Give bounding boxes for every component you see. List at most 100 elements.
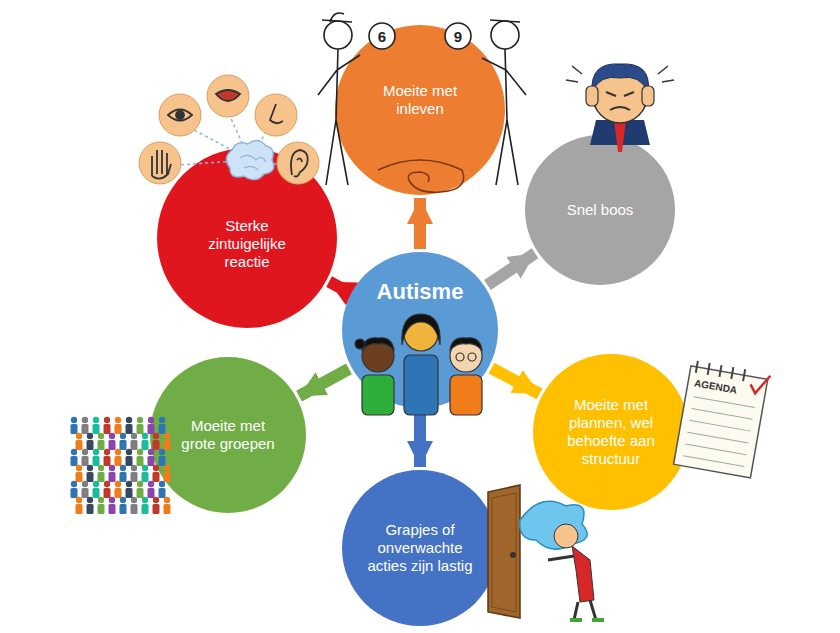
illustration-part: [109, 497, 115, 503]
circle-fill: [342, 252, 498, 408]
illustration-part: [109, 504, 116, 514]
illustration-part: [164, 440, 171, 450]
illustration-part: [318, 49, 360, 185]
illustration-part: [87, 497, 93, 503]
illustration-part: [76, 433, 82, 439]
illustration-part: [614, 120, 626, 152]
illustration-part: [131, 504, 138, 514]
illustration-part: [683, 397, 754, 467]
illustration-part: [450, 340, 482, 372]
illustration-part: [71, 456, 78, 466]
illustration-part: [76, 504, 83, 514]
yellow-circle: Moeite met plannen, wel behoefte aan str…: [533, 354, 689, 510]
node-label: Snel boos: [567, 201, 634, 219]
illustration-part: [148, 424, 155, 434]
illustration-part: [82, 456, 89, 466]
illustration-part: [674, 366, 768, 478]
illustration-part: [109, 440, 116, 450]
illustration-part: [450, 338, 482, 350]
face-number: 9: [454, 28, 462, 45]
illustration-part: [142, 497, 148, 503]
illustration-part: [572, 546, 594, 602]
illustration-part: [586, 86, 598, 106]
illustration-part: [297, 158, 302, 162]
illustration-part: [159, 94, 201, 136]
illustration-part: [277, 142, 319, 184]
illustration-part: [98, 465, 104, 471]
illustration-part: [104, 417, 110, 423]
red-circle: Sterke zintuigelijke reactie: [157, 148, 337, 328]
illustration-part: [104, 456, 111, 466]
illustration-part: [131, 497, 137, 503]
illustration-part: [82, 481, 88, 487]
illustration-part: [554, 524, 578, 548]
circle-fill: [335, 25, 505, 195]
illustration-part: [178, 112, 282, 165]
illustration-part: [570, 618, 604, 622]
illustration-part: [87, 440, 94, 450]
illustration-part: [142, 504, 149, 514]
illustration-part: [93, 424, 100, 434]
illustration-part: [93, 449, 99, 455]
illustration-part: [126, 456, 133, 466]
illustration-part: [153, 440, 160, 450]
circle-fill: [157, 148, 337, 328]
orange-circle: Moeite met inleven: [335, 25, 505, 195]
illustration-part: [142, 465, 148, 471]
illustration-part: [402, 314, 440, 345]
illustration-part: [226, 140, 273, 179]
illustration-part: [164, 504, 171, 514]
illustration-part: [240, 155, 266, 170]
agenda-illustration: [674, 360, 771, 478]
illustration-part: [131, 440, 138, 450]
illustration-part: [142, 440, 149, 450]
illustration-part: [168, 110, 192, 121]
illustration-part: [153, 433, 159, 439]
illustration-part: [152, 150, 171, 179]
illustration-part: [148, 456, 155, 466]
illustration-part: [76, 472, 83, 482]
illustration-part: [378, 160, 464, 192]
illustration-part: [87, 472, 94, 482]
node-text-block: Snel boos: [567, 201, 634, 219]
illustration-part: [153, 472, 160, 482]
illustration-part: [593, 69, 647, 123]
illustration-part: [137, 481, 143, 487]
illustration-part: [687, 432, 748, 443]
node-text-block: Moeite met plannen, wel behoefte aan str…: [559, 396, 663, 468]
illustration-part: [115, 481, 121, 487]
node-text-block: Autisme: [377, 279, 464, 305]
illustration-part: [492, 493, 516, 612]
illustration-part: [250, 160, 282, 165]
illustration-part: [694, 397, 755, 408]
illustration-part: [683, 456, 744, 467]
illustration-part: [109, 472, 116, 482]
children-illustration: [355, 314, 482, 415]
illustration-part: [93, 488, 100, 498]
illustration-part: [137, 417, 143, 423]
node-label: Sterke zintuigelijke reactie: [185, 217, 310, 271]
illustration-part: [270, 104, 283, 123]
illustration-part: [592, 64, 649, 92]
illustration-part: [93, 456, 100, 466]
illustration-part: [87, 465, 93, 471]
illustration-part: [98, 497, 104, 503]
illustration-part: [456, 353, 464, 361]
illustration-part: [109, 465, 115, 471]
face-number: 6: [378, 28, 386, 45]
illustration-part: [164, 497, 170, 503]
illustration-part: [115, 417, 121, 423]
illustration-part: [692, 409, 753, 420]
illustration-part: [82, 417, 88, 423]
crowd-illustration: [71, 417, 171, 514]
illustration-part: [115, 449, 121, 455]
illustration-part: [642, 86, 654, 106]
illustration-part: [153, 504, 160, 514]
blue-circle: Grapjes of onverwachte acties zijn lasti…: [342, 470, 498, 626]
block-arrow: [414, 198, 426, 249]
block-arrow: [491, 368, 539, 394]
illustration-part: [82, 488, 89, 498]
illustration-part: [228, 112, 250, 160]
illustration-part: [520, 501, 587, 549]
